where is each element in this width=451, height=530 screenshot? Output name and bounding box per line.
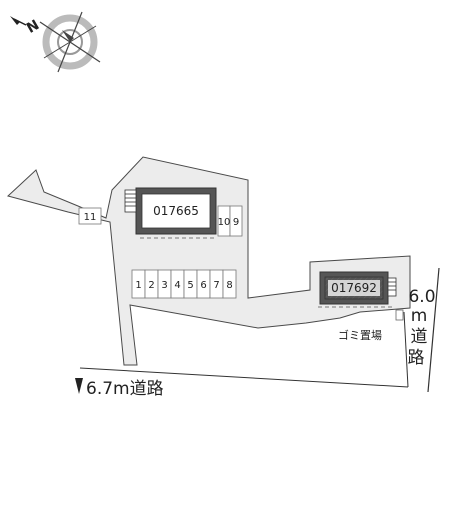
road-corner-line — [403, 311, 409, 388]
parking-top: 10 9 — [217, 205, 243, 237]
stairs-icon — [124, 189, 137, 213]
parking-space-label: 1 — [135, 280, 141, 291]
right-road-char1: 道 — [411, 327, 428, 347]
parking-space-label: 7 — [213, 280, 219, 291]
right-road-char2: 路 — [408, 348, 425, 368]
parking-space-label: 5 — [187, 280, 193, 291]
parking-row: 1 2 3 4 5 6 7 8 — [131, 269, 237, 299]
north-arrow-icon — [10, 16, 20, 25]
bottom-road-label: 6.7m道路 — [86, 379, 164, 399]
parking-space-label: 9 — [233, 217, 239, 228]
bottom-road-line — [79, 367, 409, 388]
parking-space-label: 8 — [226, 280, 232, 291]
building-id-label: 017692 — [331, 281, 377, 295]
trash-area: ゴミ置場 — [338, 309, 404, 342]
parking-space-label: 10 — [218, 217, 231, 228]
building-id-label: 017665 — [153, 204, 199, 218]
parking-space-label: 11 — [84, 212, 97, 223]
compass-icon: N — [10, 11, 101, 73]
parking-space-label: 2 — [148, 280, 154, 291]
parking-space — [229, 205, 243, 237]
north-label: N — [24, 17, 42, 37]
parking-space — [78, 207, 102, 225]
trash-box — [395, 309, 404, 321]
right-road-unit: m — [411, 306, 428, 326]
parking-space-label: 6 — [200, 280, 206, 291]
right-road-label: 6.0 m 道 路 — [408, 287, 436, 368]
building-017665: 017665 — [124, 187, 217, 239]
right-road-width: 6.0 — [408, 287, 435, 307]
parking-space-label: 4 — [174, 280, 180, 291]
road-arrow-icon — [75, 378, 83, 394]
right-road-line — [427, 267, 440, 393]
parking-space-label: 3 — [161, 280, 167, 291]
building-017692: 017692 — [318, 271, 397, 308]
trash-label: ゴミ置場 — [338, 328, 382, 342]
parking-left: 11 — [78, 207, 102, 225]
stairs-icon — [387, 277, 397, 297]
parking-space — [222, 269, 237, 299]
